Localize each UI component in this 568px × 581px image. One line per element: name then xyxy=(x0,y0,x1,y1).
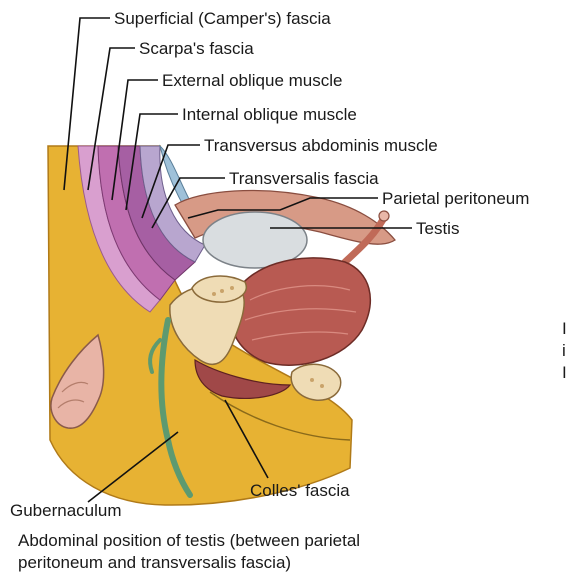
label-gubernaculum: Gubernaculum xyxy=(10,501,122,520)
bone-speckle-3 xyxy=(212,292,216,296)
label-parietal-peritoneum: Parietal peritoneum xyxy=(382,189,529,208)
margin-glyph-3: I xyxy=(562,363,567,382)
bone-speckle-4 xyxy=(310,378,314,382)
label-colles-fascia: Colles' fascia xyxy=(250,481,350,500)
label-internal-oblique: Internal oblique muscle xyxy=(182,105,357,124)
margin-glyph-1: I xyxy=(562,319,567,338)
margin-glyph-2: i xyxy=(562,341,566,360)
label-scarpa-fascia: Scarpa's fascia xyxy=(139,39,254,58)
label-superficial-fascia: Superficial (Camper's) fascia xyxy=(114,9,331,28)
caption-line-1: Abdominal position of testis (between pa… xyxy=(18,531,360,551)
label-transversalis-fascia: Transversalis fascia xyxy=(229,169,379,188)
vas-opening xyxy=(379,211,389,221)
caption-line-2: peritoneum and transversalis fascia) xyxy=(18,553,291,573)
label-testis: Testis xyxy=(416,219,459,238)
bone-speckle-1 xyxy=(220,289,224,293)
bone-speckle-2 xyxy=(230,286,234,290)
bone-speckle-5 xyxy=(320,384,324,388)
illustration xyxy=(48,146,395,505)
margin-glyphs: I i I xyxy=(562,319,567,382)
label-transversus-abdominis: Transversus abdominis muscle xyxy=(204,136,438,155)
label-external-oblique: External oblique muscle xyxy=(162,71,342,90)
